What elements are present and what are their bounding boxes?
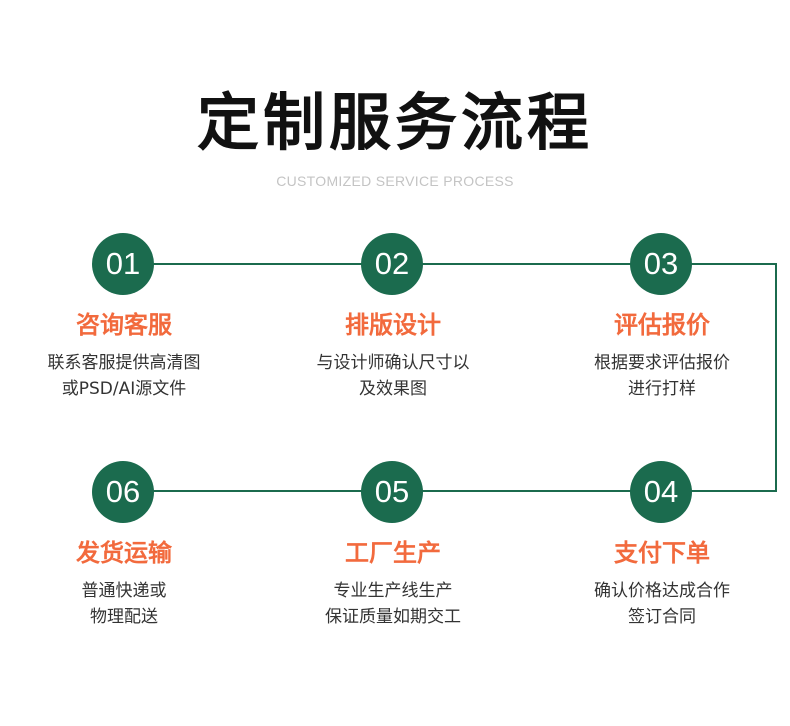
step-04-desc-line1: 确认价格达成合作 [594, 581, 730, 601]
connector-right-vertical [775, 263, 777, 492]
step-01-desc-line1: 联系客服提供高清图 [47, 353, 201, 373]
step-04-desc-line2: 签订合同 [628, 607, 696, 627]
step-01-title: 咨询客服 [76, 311, 172, 339]
connector-bottom-row [123, 490, 777, 492]
step-06-desc-line1: 普通快递或 [81, 581, 167, 601]
step-02-desc-line1: 与设计师确认尺寸以 [316, 353, 470, 373]
page-subtitle: CUSTOMIZED SERVICE PROCESS [276, 173, 514, 189]
step-05-desc-line2: 保证质量如期交工 [325, 607, 461, 627]
step-04-number-badge: 04 [630, 461, 692, 523]
step-01-desc-line2: 或PSD/AI源文件 [61, 379, 187, 399]
connector-top-row [123, 263, 777, 265]
step-06-number-badge: 06 [92, 461, 154, 523]
step-03-desc-line1: 根据要求评估报价 [594, 353, 730, 373]
step-05-number-badge: 05 [361, 461, 423, 523]
step-03-title: 评估报价 [614, 311, 710, 339]
step-04-title: 支付下单 [614, 539, 710, 567]
step-03-number-badge: 03 [630, 233, 692, 295]
step-05-title: 工厂生产 [345, 539, 441, 567]
step-02-title: 排版设计 [345, 311, 441, 339]
step-03-desc-line2: 进行打样 [628, 379, 696, 399]
step-06-desc-line2: 物理配送 [90, 607, 158, 627]
step-02-desc-line2: 及效果图 [359, 379, 427, 399]
page-title: 定制服务流程 [196, 86, 593, 159]
step-06-title: 发货运输 [76, 539, 172, 567]
step-01-number-badge: 01 [92, 233, 154, 295]
step-05-desc-line1: 专业生产线生产 [333, 581, 453, 601]
step-02-number-badge: 02 [361, 233, 423, 295]
